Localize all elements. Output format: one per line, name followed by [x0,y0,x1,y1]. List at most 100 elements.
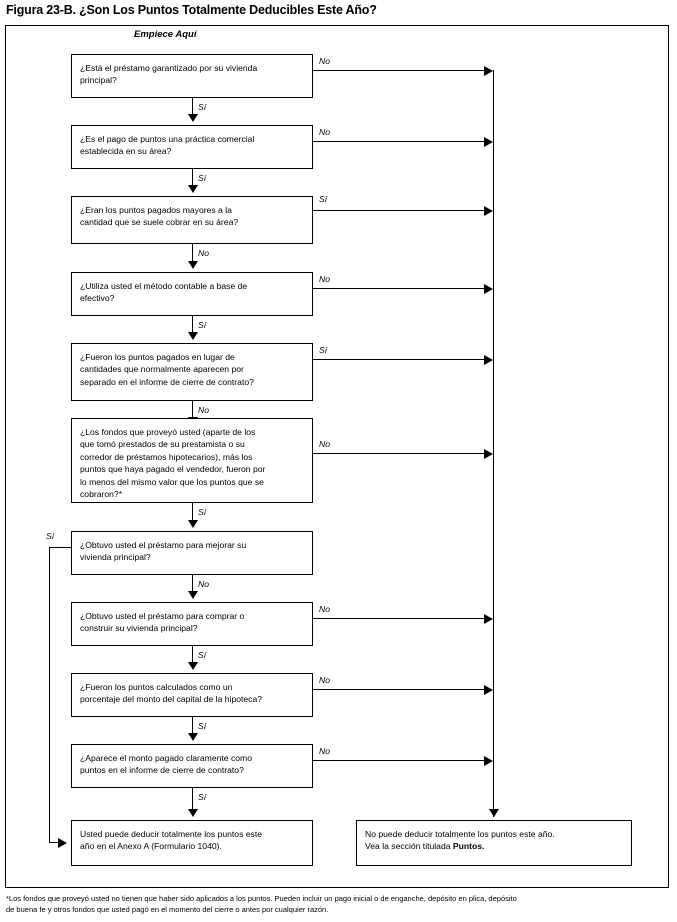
q9-line-2: porcentaje del monto del capital de la h… [80,694,263,705]
edge-q9-no-label: No [319,675,330,685]
edge-q1-no-label: No [319,56,330,66]
edge-q2-no-arrowhead [484,137,493,147]
edge-q10-yes-line [192,788,193,815]
no-end-line-2-text: Vea la sección titulada [365,841,453,852]
page-title: Figura 23-B. ¿Son Los Puntos Totalmente … [6,3,377,17]
q8-line-2: construir su vivienda principal? [80,623,198,634]
edge-q4-no-label: No [319,274,330,284]
no-end-line-2: Vea la sección titulada Puntos. [365,840,631,852]
edge-q7-yes-label: Sí [46,531,55,541]
q6-line-3: corredor de préstamos hipotecarios), más… [80,451,253,462]
edge-q10-yes-arrowhead [188,809,198,817]
decision-box-q5[interactable]: ¿Fueron los puntos pagados en lugar de c… [71,343,313,401]
edge-q8-no-label: No [319,604,330,614]
edge-q1-no-arrowhead [484,66,493,76]
edge-q5-yes-label: Sí [319,345,328,355]
edge-q9-yes-line [192,717,193,739]
edge-q10-no-line [313,760,488,761]
q1-line-1: ¿Está el préstamo garantizado por su viv… [80,63,258,73]
edge-q1-yes-line [192,98,193,120]
edge-q6-no-arrowhead [484,449,493,459]
q2-line-2: establecida en su área? [80,146,172,157]
q6-line-6: cobraron?* [80,489,123,500]
q1-line-2: principal? [80,75,117,86]
q10-line-1: ¿Aparece el monto pagado claramente como [80,753,252,763]
q4-line-2: efectivo? [80,293,115,304]
edge-q2-yes-line [192,169,193,191]
flowchart-frame: Empiece Aquí ¿Está el préstamo garantiza… [5,25,669,888]
edge-q4-no-arrowhead [484,284,493,294]
no-end-line-1: No puede deducir totalmente los puntos e… [365,829,555,839]
edge-q6-no-line [313,453,488,454]
edge-q9-yes-label: Sí [198,721,207,731]
decision-box-q2[interactable]: ¿Es el pago de puntos una práctica comer… [71,125,313,169]
decision-box-q6[interactable]: ¿Los fondos que proveyó usted (aparte de… [71,418,313,503]
decision-box-q7[interactable]: ¿Obtuvo usted el préstamo para mejorar s… [71,531,313,575]
no-branch-collector-arrowhead [489,809,499,817]
edge-q6-yes-line [192,503,193,526]
edge-q1-yes-arrowhead [188,114,198,122]
decision-box-q10[interactable]: ¿Aparece el monto pagado claramente como… [71,744,313,788]
edge-q4-yes-label: Sí [198,320,207,330]
q6-line-4: puntos que haya pagado el vendedor, fuer… [80,464,266,475]
edge-q5-no-line [192,401,193,423]
edge-q3-yes-label: Sí [319,194,328,204]
edge-q1-yes-label: Sí [198,102,207,112]
q10-line-2: puntos en el informe de cierre de contra… [80,765,244,776]
edge-q8-yes-arrowhead [188,662,198,670]
edge-q8-no-arrowhead [484,614,493,624]
yes-end-line-2: año en el Anexo A (Formulario 1040). [80,841,222,852]
decision-box-q1[interactable]: ¿Está el préstamo garantizado por su viv… [71,54,313,98]
edge-q8-yes-line [192,646,193,668]
q7-line-2: vivienda principal? [80,552,151,563]
q6-line-1: ¿Los fondos que proveyó usted (aparte de… [80,427,256,437]
edge-q10-no-label: No [319,746,330,756]
edge-q6-yes-label: Sí [198,507,207,517]
edge-q9-yes-arrowhead [188,733,198,741]
edge-q3-no-label: No [198,248,209,258]
q6-line-5: lo menos del mismo valor que los puntos … [80,476,264,487]
edge-q3-no-line [192,244,193,267]
footnote-line-1: *Los fondos que proveyó usted no tienen … [6,894,517,903]
edge-q3-yes-line [313,210,488,211]
edge-q7-no-line [192,575,193,597]
edge-q9-no-line [313,689,488,690]
edge-q7-yes-line-h [49,547,72,548]
no-branch-collector-line [493,70,494,817]
edge-q3-no-arrowhead [188,261,198,269]
q5-line-2: cantidades que normalmente aparecen por [80,364,244,375]
edge-q7-yes-arrowhead [58,838,67,848]
decision-box-q9[interactable]: ¿Fueron los puntos calculados como un po… [71,673,313,717]
terminal-box-no-deduction[interactable]: No puede deducir totalmente los puntos e… [356,820,632,866]
q3-line-1: ¿Eran los puntos pagados mayores a la [80,205,232,215]
edge-q4-yes-arrowhead [188,332,198,340]
q8-line-1: ¿Obtuvo usted el préstamo para comprar o [80,611,245,621]
edge-q5-yes-arrowhead [484,355,493,365]
footnote: *Los fondos que proveyó usted no tienen … [6,893,670,915]
edge-q1-no-line [313,70,488,71]
edge-q10-no-arrowhead [484,756,493,766]
edge-q7-yes-line-v [49,547,50,842]
edge-q7-yes-line-h2 [49,842,63,843]
edge-q4-no-line [313,288,488,289]
edge-q8-no-line [313,618,488,619]
q5-line-3: separado en el informe de cierre de cont… [80,376,254,387]
decision-box-q3[interactable]: ¿Eran los puntos pagados mayores a la ca… [71,196,313,244]
edge-q2-yes-label: Sí [198,173,207,183]
footnote-line-2: de buena fe y otros fondos que usted pag… [6,905,329,914]
no-end-line-2-bold: Puntos. [452,841,485,852]
q6-line-2: que tomó prestados de su prestamista o s… [80,439,245,450]
edge-q3-yes-arrowhead [484,206,493,216]
edge-q2-no-line [313,141,488,142]
edge-q7-no-arrowhead [188,591,198,599]
decision-box-q4[interactable]: ¿Utiliza usted el método contable a base… [71,272,313,316]
decision-box-q8[interactable]: ¿Obtuvo usted el préstamo para comprar o… [71,602,313,646]
edge-q6-no-label: No [319,439,330,449]
q5-line-1: ¿Fueron los puntos pagados en lugar de [80,352,235,362]
q4-line-1: ¿Utiliza usted el método contable a base… [80,281,248,291]
q2-line-1: ¿Es el pago de puntos una práctica comer… [80,134,255,144]
q3-line-2: cantidad que se suele cobrar en su área? [80,217,239,228]
terminal-box-full-deduction[interactable]: Usted puede deducir totalmente los punto… [71,820,313,866]
edge-q2-yes-arrowhead [188,185,198,193]
edge-q4-yes-line [192,316,193,338]
